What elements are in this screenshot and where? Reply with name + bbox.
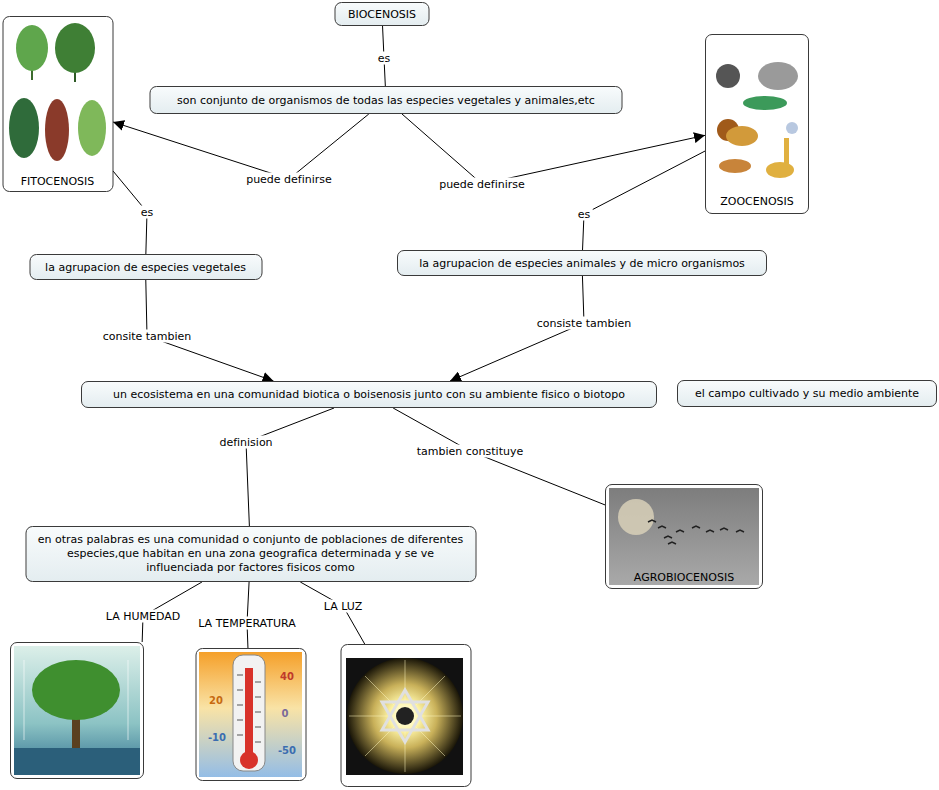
concept-text: son conjunto de organismos de todas las … (177, 94, 595, 107)
star-triangle (382, 690, 428, 730)
light-background (346, 658, 463, 775)
plant-leaves (9, 98, 39, 158)
concept-text: FITOCENOSIS (3, 175, 112, 188)
concept-box: el campo cultivado y su medio ambiente (677, 380, 937, 407)
linking-phrase: LA TEMPERATURA (196, 617, 298, 630)
link-line (583, 151, 705, 250)
picture-concept: AGROBIOCENOSIS (605, 484, 763, 589)
elephant-shape (758, 62, 798, 90)
thermometer-body (233, 655, 265, 771)
concept-text: en otras palabras es una comunidad o con… (34, 533, 467, 575)
picture-concept: FITOCENOSIS (2, 16, 113, 192)
scale-number: -50 (278, 745, 296, 756)
linking-phrase: consite tambien (101, 330, 194, 343)
linking-phrase: LA HUMEDAD (104, 610, 182, 623)
concept-text: ZOOCENOSIS (706, 195, 808, 208)
picture-concept: ZOOCENOSIS (705, 34, 809, 214)
linking-phrase: es (376, 52, 393, 65)
thermometer-picture (199, 652, 302, 777)
concept-box: BIOCENOSIS (335, 2, 430, 26)
animals-picture (716, 62, 798, 178)
concept-text: BIOCENOSIS (348, 8, 416, 21)
gorilla-shape (716, 64, 740, 88)
lion-body (726, 126, 758, 146)
linking-phrase: puede definirse (437, 178, 527, 191)
sky-background (14, 646, 140, 775)
giraffe-neck (784, 138, 789, 164)
moon-shape (618, 499, 654, 535)
water-arrow (24, 660, 25, 740)
linking-phrase: puede definirse (244, 173, 334, 186)
concept-text: el campo cultivado y su medio ambiente (695, 387, 919, 400)
light-rays (349, 660, 461, 772)
scale-number: 20 (209, 695, 223, 706)
light-glow (347, 658, 463, 774)
thermometer-ticks (237, 675, 261, 742)
picture-concept (195, 648, 306, 781)
tree-crown (32, 660, 120, 720)
antelope-shape (719, 159, 751, 173)
linking-phrase: tambien constituye (415, 445, 525, 458)
concept-box: la agrupacion de especies animales y de … (397, 250, 767, 276)
light-picture (346, 658, 463, 775)
giraffe-body (766, 162, 794, 178)
picture-concept (340, 644, 471, 787)
plant-leaves (78, 100, 106, 156)
thermometer-column (245, 668, 253, 754)
sky-background (609, 488, 759, 585)
bird-shape (786, 122, 798, 134)
link-line (393, 408, 605, 505)
concept-box: un ecosistema en una comunidad biotica o… (81, 381, 657, 408)
humidity-picture (14, 646, 140, 775)
concept-text: un ecosistema en una comunidad biotica o… (113, 388, 625, 401)
concept-box: en otras palabras es una comunidad o con… (25, 526, 476, 582)
linking-phrase: es (576, 208, 593, 221)
concept-text: AGROBIOCENOSIS (606, 571, 762, 584)
thermometer-bulb (240, 751, 258, 769)
link-line (402, 114, 705, 184)
link-line (246, 408, 334, 526)
plant-leaves (45, 99, 69, 161)
water-band (14, 748, 140, 775)
concept-box: son conjunto de organismos de todas las … (150, 86, 623, 114)
concept-text: la agrupacion de especies vegetales (45, 261, 246, 274)
temperature-background (199, 652, 302, 777)
link-line (247, 582, 249, 648)
link-line (300, 582, 364, 644)
plant-leaves (16, 25, 48, 71)
plant-stem (31, 70, 33, 80)
star-center (396, 707, 414, 725)
concept-box: la agrupacion de especies vegetales (29, 254, 262, 280)
linking-phrase: es (139, 206, 156, 219)
linking-phrase: definision (217, 436, 274, 449)
water-arrow (128, 660, 129, 740)
picture-concept (10, 642, 144, 779)
link-line (113, 114, 369, 179)
linking-phrase: consiste tambien (535, 317, 633, 330)
linking-phrase: LA LUZ (322, 600, 364, 613)
scale-number: 40 (280, 671, 294, 682)
bird-flock (648, 520, 744, 544)
agro-picture (609, 488, 759, 585)
crocodile-shape (743, 96, 787, 110)
star-triangle (382, 702, 428, 742)
plant-leaves (55, 23, 95, 73)
scale-number: -10 (208, 732, 226, 743)
plants-picture (9, 23, 106, 161)
concept-text: la agrupacion de especies animales y de … (419, 257, 745, 270)
scale-number: 0 (282, 708, 289, 719)
